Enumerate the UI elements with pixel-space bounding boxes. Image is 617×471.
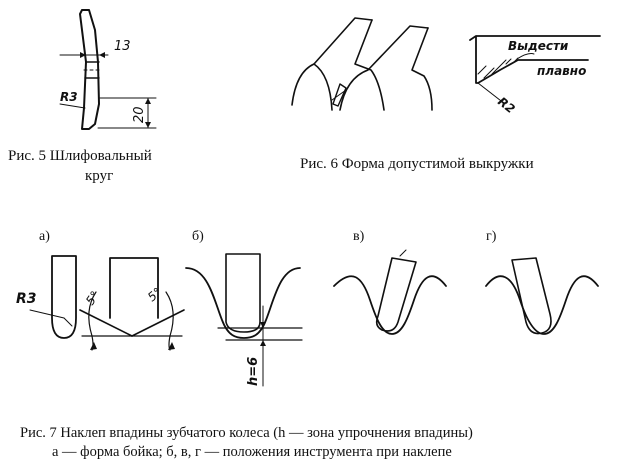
radius-leader xyxy=(477,82,506,105)
fig6-note-line2: плавно xyxy=(537,64,586,78)
fig7-caption-line2: а — форма бойка; б, в, г — положения инс… xyxy=(52,444,452,460)
angle-arc-right xyxy=(165,291,174,351)
fig7-radius-label: R3 xyxy=(16,291,37,307)
tooth-outline xyxy=(411,27,433,111)
fig5-width-label: 13 xyxy=(114,39,131,54)
punch-tip-profile xyxy=(51,255,77,339)
hatch xyxy=(331,89,347,101)
panel-label-v: в) xyxy=(353,229,365,244)
fig5-radius-label: R3 xyxy=(60,90,78,104)
panel-label-g: г) xyxy=(486,229,497,244)
fig5-grinding-wheel-drawing: 13 20 R3 xyxy=(59,9,157,130)
fig6-radius-label: R2 xyxy=(495,94,517,116)
punch-body xyxy=(109,257,159,319)
punch-top xyxy=(399,249,407,257)
punch-face xyxy=(79,309,133,337)
fig6-note-line1: Выдести xyxy=(508,39,569,53)
punch-face xyxy=(131,309,185,337)
dimension-arrow xyxy=(80,52,105,58)
radius-leader xyxy=(63,317,73,327)
punch-inclined xyxy=(511,257,552,335)
fig6-tool xyxy=(332,83,347,107)
punch-inclined xyxy=(375,257,417,332)
panel-label-a: а) xyxy=(39,229,50,244)
fig7a-punch-drawing: R3 5° 5° xyxy=(16,255,185,351)
fig5-caption-line2: круг xyxy=(85,168,113,184)
fig7g-tool-position-drawing xyxy=(485,257,599,335)
tooth-outline xyxy=(339,25,429,111)
gear-root-profile xyxy=(185,267,301,339)
gear-root-profile xyxy=(333,275,447,335)
fig7-depth-label: h=6 xyxy=(246,357,261,386)
fig6-caption: Рис. 6 Форма допустимой выкружки xyxy=(300,156,534,172)
punch-in-root xyxy=(225,253,261,333)
fig7-angle-label-left: 5° xyxy=(83,289,102,308)
fig5-caption: Рис. 5 Шлифовальный xyxy=(8,148,152,164)
radius-leader xyxy=(29,309,65,319)
fig7-caption: Рис. 7 Наклеп впадины зубчатого колеса (… xyxy=(20,425,473,441)
fig5-height-label: 20 xyxy=(132,106,147,123)
fig6-gear-teeth-drawing: Выдести плавно R2 xyxy=(291,17,601,116)
fig7-angle-label-right: 5° xyxy=(145,285,164,304)
fig7b-tool-position-drawing: h=6 xyxy=(185,253,303,387)
angle-arrow xyxy=(90,342,175,350)
gear-root-profile xyxy=(485,275,599,335)
fig7v-tool-position-drawing xyxy=(333,249,447,335)
radius-leader xyxy=(59,103,86,109)
dimension-arrow xyxy=(260,322,266,346)
tooth-outline xyxy=(291,17,373,106)
tooth-outline xyxy=(313,63,333,111)
hatch xyxy=(477,57,519,79)
tooth-outline xyxy=(354,19,385,111)
note-leader xyxy=(516,53,535,60)
panel-label-b: б) xyxy=(192,229,204,244)
dimension-arrow xyxy=(145,98,151,128)
